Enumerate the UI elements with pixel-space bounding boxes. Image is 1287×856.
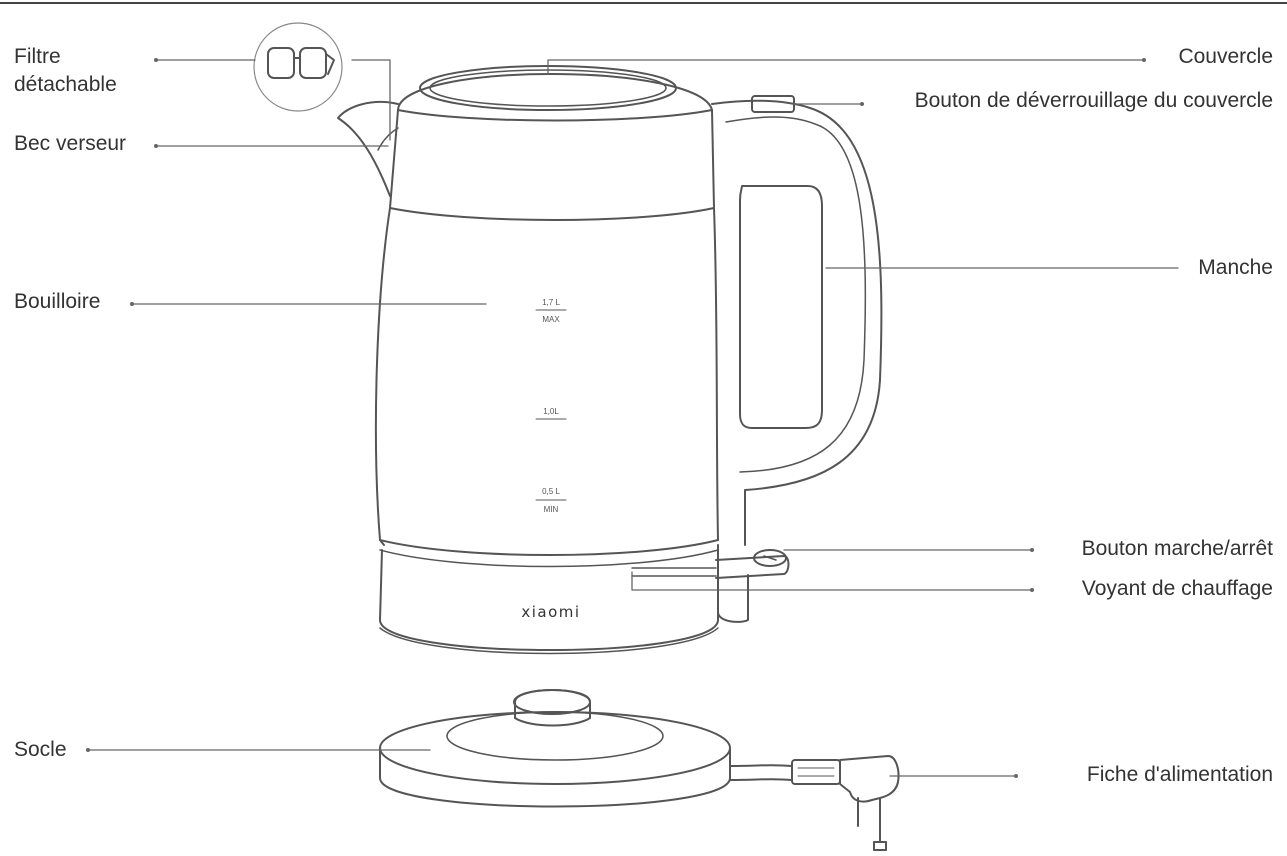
leader-filtre-to-kettle <box>351 59 391 141</box>
label-bouton-deverrouillage: Bouton de déverrouillage du couvercle <box>914 89 1273 112</box>
mark-mid-volume: 1,0L <box>543 407 559 416</box>
kettle-base <box>379 689 900 851</box>
mark-min-word: MIN <box>544 505 559 514</box>
label-bec-verseur: Bec verseur <box>14 132 127 155</box>
mark-min-volume: 0,5 L <box>542 487 560 496</box>
leader-lines <box>87 59 1179 777</box>
mark-max-volume: 1,7 L <box>542 298 560 307</box>
brand-logo-text: xiaomi <box>521 603 580 621</box>
label-socle: Socle <box>14 738 67 761</box>
filter-inset <box>253 22 343 112</box>
leader-dots <box>86 58 1146 778</box>
mark-max-word: MAX <box>542 315 560 324</box>
label-couvercle: Couvercle <box>1178 45 1273 68</box>
label-bouton-marche-arret: Bouton marche/arrêt <box>1081 537 1273 560</box>
label-voyant-chauffage: Voyant de chauffage <box>1081 577 1273 600</box>
header-rule <box>0 2 1287 4</box>
label-filtre-line2: détachable <box>14 73 117 96</box>
leader-voyant <box>631 571 1033 591</box>
leader-couvercle <box>547 59 1145 75</box>
label-fiche-alimentation: Fiche d'alimentation <box>1086 763 1273 786</box>
kettle-body <box>337 65 719 655</box>
kettle-handle <box>631 95 883 623</box>
label-manche: Manche <box>1198 256 1273 279</box>
label-bouilloire: Bouilloire <box>14 290 101 313</box>
label-filtre-line1: Filtre <box>14 45 61 68</box>
volume-marks: 1,7 L MAX 1,0L 0,5 L MIN <box>535 298 567 514</box>
